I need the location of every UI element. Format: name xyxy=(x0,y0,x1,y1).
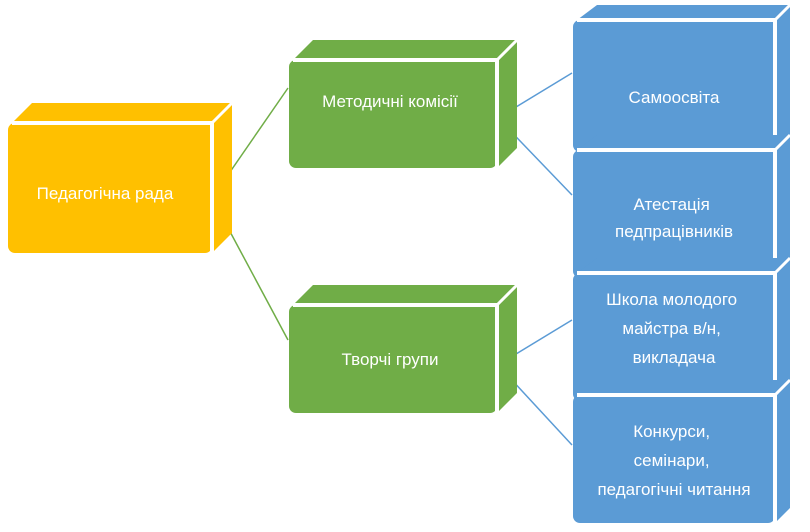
node-attestation-line-1: Атестація xyxy=(633,195,709,214)
node-pedagogical-council-label: Педагогічна рада xyxy=(37,184,174,203)
node-methodical-commissions-label: Методичні комісії xyxy=(322,92,458,111)
node-contests-side xyxy=(775,380,790,523)
node-creative-groups-top xyxy=(293,285,517,305)
node-attestation-face xyxy=(573,150,775,278)
node-pedagogical-council: Педагогічна рада xyxy=(8,101,234,253)
node-creative-groups: Творчі групи xyxy=(289,283,519,413)
node-attestation-line-2: педпрацівників xyxy=(615,222,733,241)
node-contests-label: Конкурси, семінари, педагогічні читання xyxy=(597,422,750,499)
node-pedagogical-council-face xyxy=(8,123,212,253)
node-attestation-top xyxy=(577,135,790,150)
node-contests-face xyxy=(573,395,775,523)
node-creative-groups-label: Творчі групи xyxy=(341,350,438,369)
node-young-master-school-side xyxy=(775,258,790,401)
node-young-master-school-line-1: Школа молодого xyxy=(606,290,737,309)
node-methodical-commissions-side xyxy=(497,40,517,168)
node-young-master-school-line-2: майстра в/н, xyxy=(622,319,720,338)
node-creative-groups-face xyxy=(289,305,497,413)
node-attestation-label: Атестація педпрацівників xyxy=(615,195,733,241)
node-creative-groups-side xyxy=(497,285,517,413)
node-young-master-school: Школа молодого майстра в/н, викладача xyxy=(573,256,792,401)
node-young-master-school-line-3: викладача xyxy=(633,348,716,367)
node-methodical-commissions-face xyxy=(289,60,497,168)
node-self-education-top xyxy=(577,5,790,20)
node-self-education-side xyxy=(775,5,790,152)
node-contests-line-2: семінари, xyxy=(634,451,710,470)
node-pedagogical-council-side xyxy=(212,103,232,253)
node-methodical-commissions: Методичні комісії xyxy=(289,38,519,168)
node-young-master-school-face xyxy=(573,273,775,401)
node-methodical-commissions-top xyxy=(293,40,517,60)
node-self-education-face xyxy=(573,20,775,152)
node-young-master-school-top xyxy=(577,258,790,273)
node-self-education: Самоосвіта xyxy=(573,3,792,152)
node-contests: Конкурси, семінари, педагогічні читання xyxy=(573,378,792,523)
node-young-master-school-label: Школа молодого майстра в/н, викладача xyxy=(606,290,742,367)
node-contests-line-1: Конкурси, xyxy=(633,422,710,441)
node-contests-top xyxy=(577,380,790,395)
node-pedagogical-council-top xyxy=(12,103,232,123)
node-attestation-side xyxy=(775,135,790,278)
node-contests-line-3: педагогічні читання xyxy=(597,480,750,499)
node-attestation: Атестація педпрацівників xyxy=(573,133,792,278)
node-self-education-label: Самоосвіта xyxy=(629,88,720,107)
